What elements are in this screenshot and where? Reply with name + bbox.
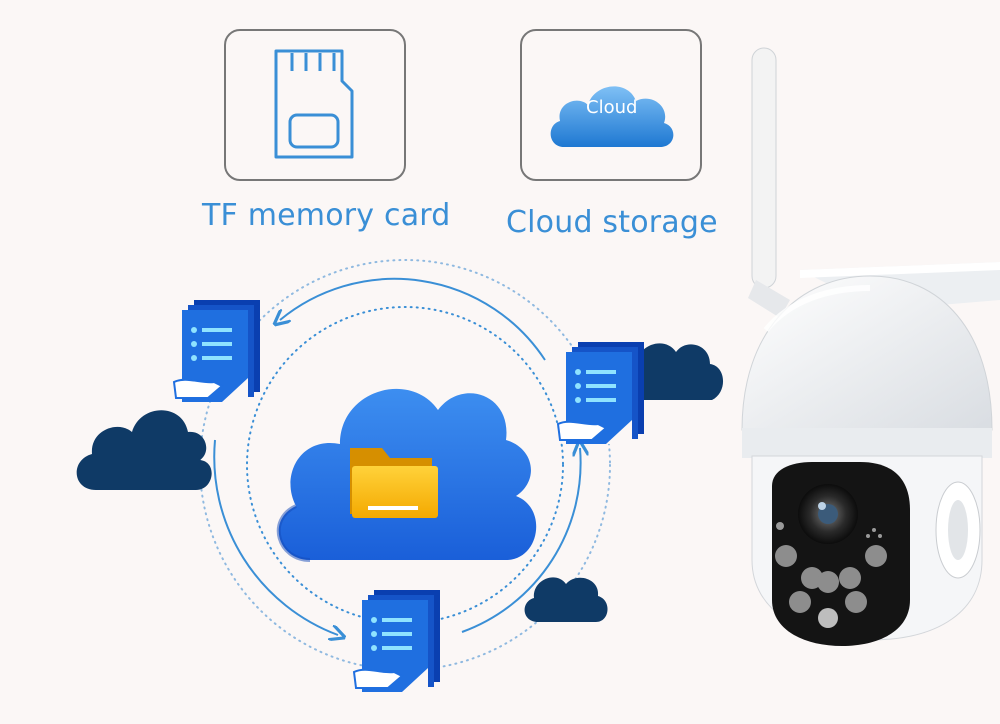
- tf-card-label: TF memory card: [202, 198, 451, 233]
- dark-cloud-left: [76, 410, 212, 490]
- sd-card-icon: [274, 49, 354, 159]
- cloud-icon: [550, 86, 674, 147]
- tf-card-box: [224, 29, 406, 181]
- ptz-camera: [741, 47, 1000, 646]
- antenna: [751, 47, 777, 289]
- document-icon-bottom: [352, 590, 440, 692]
- dark-cloud-right-top: [624, 343, 724, 400]
- document-icon-top-left: [172, 300, 260, 402]
- inner-dotted-ring: [246, 306, 564, 624]
- arrow-left: [213, 439, 338, 635]
- arrow-top: [280, 277, 546, 361]
- cloud-badge-text: Cloud: [586, 97, 638, 118]
- dark-cloud-right-bottom: [524, 577, 608, 622]
- document-icon-right: [556, 342, 644, 444]
- folder-icon: [350, 448, 438, 518]
- cloud-storage-label: Cloud storage: [506, 205, 718, 240]
- cloud-storage-box: Cloud: [520, 29, 702, 181]
- arrow-right: [461, 448, 581, 633]
